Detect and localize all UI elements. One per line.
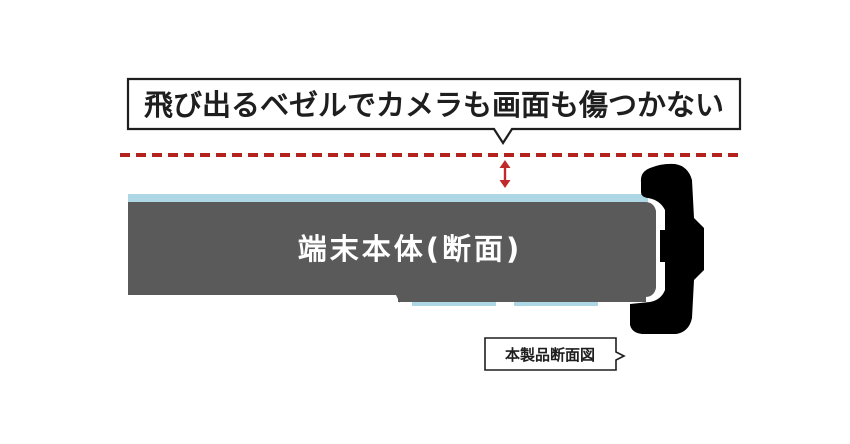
gap-arrow-icon xyxy=(499,160,511,188)
device-body-bottom-step xyxy=(398,294,646,302)
device-body xyxy=(128,202,656,303)
device-body-label: 端末本体(断面) xyxy=(298,232,523,266)
screen-glass xyxy=(128,194,648,203)
bezel-inner-notch-fill xyxy=(660,230,665,262)
callout-bubble: 飛び出るベゼルでカメラも画面も傷つかない xyxy=(126,77,742,146)
product-caption-outline xyxy=(484,337,626,371)
product-caption-text: 本製品断面図 xyxy=(505,346,595,364)
callout-bubble-outline xyxy=(126,77,742,146)
bottom-glass-left xyxy=(412,302,496,306)
bottom-glass-right xyxy=(514,302,598,306)
protective-bezel xyxy=(630,163,704,334)
callout-text: 飛び出るベゼルでカメラも画面も傷つかない xyxy=(144,88,724,122)
product-caption: 本製品断面図 xyxy=(484,337,626,371)
